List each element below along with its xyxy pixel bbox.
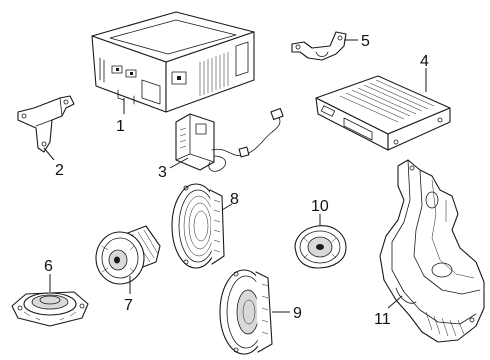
callout-11: 11 — [374, 311, 391, 328]
callout-2: 2 — [55, 162, 64, 179]
callout-1: 1 — [116, 118, 125, 135]
leader-11 — [387, 295, 403, 309]
part-3-module-harness — [175, 107, 284, 172]
callout-6: 6 — [44, 258, 53, 275]
callout-5: 5 — [361, 33, 370, 50]
part-4-amplifier — [315, 75, 451, 151]
part-2-bracket — [17, 95, 75, 153]
callout-4: 4 — [420, 53, 429, 70]
callout-9: 9 — [293, 305, 302, 322]
part-9-speaker — [219, 269, 273, 355]
callout-8: 8 — [230, 191, 239, 208]
callout-3: 3 — [158, 164, 167, 181]
leader-8 — [221, 203, 233, 211]
leader-2 — [43, 147, 55, 161]
part-10-speaker — [294, 225, 347, 269]
part-11-subwoofer-enclosure — [379, 159, 485, 343]
part-1-radio-receiver — [91, 11, 255, 113]
callout-7: 7 — [124, 297, 133, 314]
part-8-speaker — [171, 183, 225, 269]
part-7-speaker — [95, 225, 161, 285]
part-5-bracket — [291, 31, 347, 61]
leader-3 — [169, 157, 189, 169]
callout-10: 10 — [311, 198, 329, 215]
part-6-tweeter — [11, 291, 89, 327]
